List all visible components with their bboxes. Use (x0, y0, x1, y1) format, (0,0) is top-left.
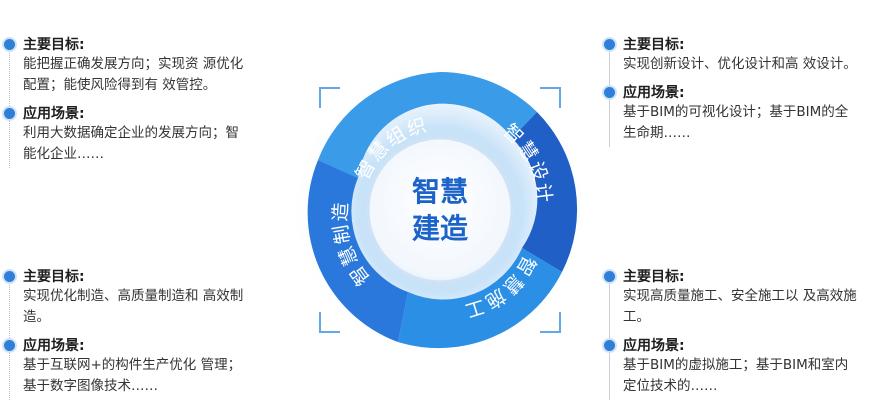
goal-label: 主要目标: (623, 37, 685, 53)
bullet-dot-icon (4, 107, 15, 119)
scene-section: 应用场景: 基于互联网+的构件生产优化 管理；基于数字图像技术…… (0, 335, 250, 397)
scene-text: 基于BIM的虚拟施工；基于BIM和室内定位技术的…… (623, 357, 849, 394)
center-title-line1: 智慧 (412, 175, 468, 208)
scene-text: 利用大数据确定企业的发展方向；智能化企业…… (23, 125, 239, 162)
segment-manufacturing (307, 160, 408, 342)
goal-section: 主要目标: 实现创新设计、优化设计和高 效设计。 (600, 34, 860, 75)
segment-design (512, 112, 578, 272)
goal-text: 能把握正确发展方向；实现资 源优化配置；能使风险得到有 效管控。 (23, 56, 244, 93)
scene-section: 应用场景: 利用大数据确定企业的发展方向；智能化企业…… (0, 103, 250, 165)
goal-text: 实现高质量施工、安全施工以 及高效施工。 (623, 288, 857, 325)
goal-section: 主要目标: 能把握正确发展方向；实现资 源优化配置；能使风险得到有 效管控。 (0, 34, 250, 96)
scene-label: 应用场景: (623, 85, 685, 101)
corner-brackets (319, 87, 561, 333)
bullet-dot-icon (604, 86, 615, 98)
panel-construction-info: 主要目标: 实现高质量施工、安全施工以 及高效施工。 应用场景: 基于BIM的虚… (600, 266, 860, 404)
bracket-bottom-right (540, 312, 561, 333)
scene-section: 应用场景: 基于BIM的可视化设计；基于BIM的全生命期…… (600, 82, 860, 144)
segment-organization (318, 72, 537, 178)
smart-construction-ring-diagram: 智慧组织 智慧设计 智慧施工 智慧制造 智慧 建造 (290, 60, 590, 360)
bracket-top-left (319, 87, 340, 108)
bullet-dot-icon (4, 270, 15, 282)
bracket-bottom-left (319, 312, 340, 333)
center-title-line2: 建造 (412, 212, 468, 245)
scene-label: 应用场景: (623, 338, 685, 354)
panel-rail (609, 48, 610, 147)
panel-organization-info: 主要目标: 能把握正确发展方向；实现资 源优化配置；能使风险得到有 效管控。 应… (0, 34, 250, 172)
panel-manufacturing-info: 主要目标: 实现优化制造、高质量制造和 高效制造。 应用场景: 基于互联网+的构… (0, 266, 250, 404)
scene-text: 基于BIM的可视化设计；基于BIM的全生命期…… (623, 104, 849, 141)
scene-label: 应用场景: (23, 106, 85, 122)
ring-segments (307, 72, 578, 349)
panel-design-info: 主要目标: 实现创新设计、优化设计和高 效设计。 应用场景: 基于BIM的可视化… (600, 34, 860, 151)
goal-section: 主要目标: 实现高质量施工、安全施工以 及高效施工。 (600, 266, 860, 328)
scene-label: 应用场景: (23, 338, 85, 354)
center-circle (366, 136, 514, 284)
bullet-dot-icon (604, 270, 615, 282)
bullet-dot-icon (604, 38, 615, 50)
bullet-dot-icon (604, 339, 615, 351)
bullet-dot-icon (4, 38, 15, 50)
scene-text: 基于互联网+的构件生产优化 管理；基于数字图像技术…… (23, 357, 242, 394)
bracket-top-right (540, 87, 561, 108)
goal-section: 主要目标: 实现优化制造、高质量制造和 高效制造。 (0, 266, 250, 328)
goal-text: 实现创新设计、优化设计和高 效设计。 (623, 56, 857, 72)
goal-text: 实现优化制造、高质量制造和 高效制造。 (23, 288, 244, 325)
bullet-dot-icon (4, 339, 15, 351)
scene-section: 应用场景: 基于BIM的虚拟施工；基于BIM和室内定位技术的…… (600, 335, 860, 397)
goal-label: 主要目标: (23, 37, 85, 53)
goal-label: 主要目标: (23, 269, 85, 285)
goal-label: 主要目标: (623, 269, 685, 285)
segment-construction (398, 248, 562, 349)
